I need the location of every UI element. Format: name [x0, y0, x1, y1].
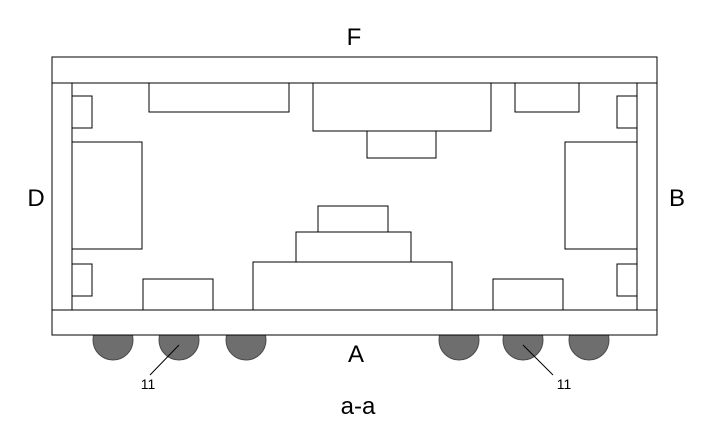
label-right-b: B	[669, 185, 685, 212]
top-component-center-sub	[366, 130, 437, 159]
left-wall	[51, 82, 73, 311]
left-wall-small-top	[71, 95, 93, 129]
stacked-die-top	[317, 205, 389, 233]
label-ref-11-right: 11	[557, 376, 572, 392]
top-component-right	[514, 82, 580, 113]
label-section-a-a: a-a	[341, 393, 376, 420]
ref-11-leader-left	[149, 344, 180, 376]
left-wall-large	[71, 141, 143, 250]
stacked-die-middle	[295, 231, 412, 263]
label-ref-11-left: 11	[141, 376, 156, 392]
label-bottom-a: A	[348, 341, 364, 368]
label-top-f: F	[347, 24, 362, 51]
right-wall-small-top	[616, 95, 638, 129]
top-component-center	[312, 82, 492, 132]
ref-11-leader-right	[522, 344, 554, 376]
right-wall-large	[564, 141, 638, 250]
stacked-die-base	[252, 261, 453, 311]
top-component-left	[148, 82, 290, 113]
bottom-component-left	[142, 278, 214, 311]
bottom-component-right	[492, 278, 564, 311]
top-plate	[51, 56, 658, 84]
label-left-d: D	[27, 185, 44, 212]
right-wall-small-bottom	[616, 263, 638, 297]
left-wall-small-bottom	[71, 263, 93, 297]
right-wall	[636, 82, 658, 311]
bottom-substrate	[51, 309, 658, 336]
